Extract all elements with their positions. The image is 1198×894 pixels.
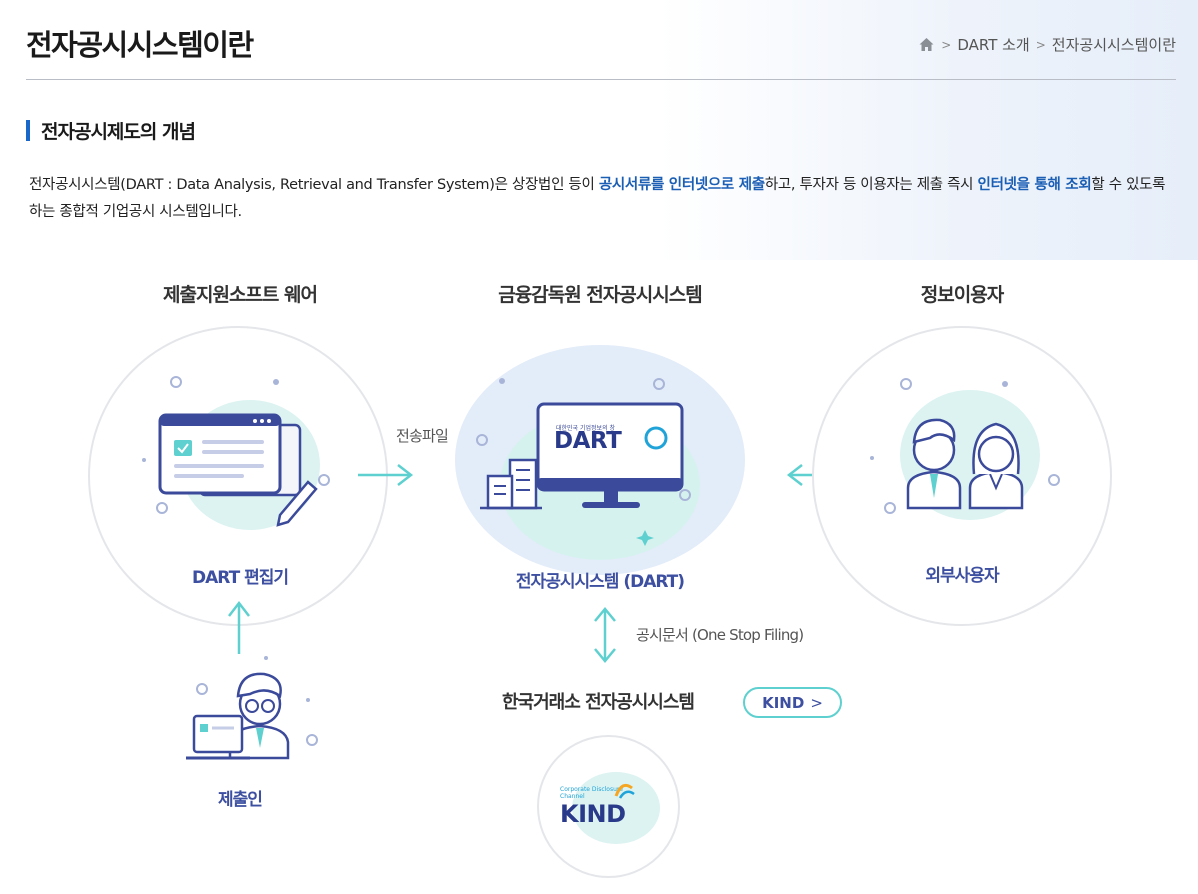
header-background (0, 0, 1198, 260)
dart-monitor-icon (476, 378, 691, 546)
section-title-text: 전자공시제도의 개념 (41, 121, 196, 143)
kind-blob (572, 772, 660, 844)
description-text: 하고, 투자자 등 이용자는 제출 즉시 (764, 177, 978, 193)
arrow-up-icon (228, 600, 250, 654)
description-text: 할 수 있도록 하는 종합적 기업공시 시스템입니다. (29, 177, 1166, 220)
arrow-updown-icon (594, 607, 616, 663)
home-icon[interactable] (918, 36, 935, 53)
submitter-icon (186, 656, 318, 760)
page-header: 전자공시시스템이란 > DART 소개 > 전자공시시스템이란 (26, 0, 1176, 80)
description-highlight: 인터넷을 통해 조회 (977, 177, 1092, 193)
chevron-right-icon: > (941, 37, 952, 52)
arrow-right-icon (358, 464, 414, 486)
kind-button-label: KIND (762, 693, 805, 712)
filing-label: 공시문서 (One Stop Filing) (636, 626, 804, 644)
breadcrumb: > DART 소개 > 전자공시시스템이란 (918, 34, 1176, 55)
column-title-fss: 금융감독원 전자공시시스템 (498, 284, 702, 306)
submitter-label: 제출인 (218, 790, 263, 810)
editor-window-icon (142, 376, 330, 527)
chevron-right-icon: > (1035, 37, 1046, 52)
breadcrumb-item-dart-intro[interactable]: DART 소개 (957, 36, 1030, 54)
kind-logo-swoosh-icon (614, 783, 635, 799)
description-paragraph: 전자공시시스템(DART : Data Analysis, Retrieval … (29, 172, 1171, 226)
kind-button[interactable]: KIND > (743, 687, 842, 718)
kind-logo: KIND (560, 800, 626, 828)
section-title-bar (26, 120, 30, 141)
breadcrumb-item-current: 전자공시시스템이란 (1051, 36, 1176, 54)
section-title: 전자공시제도의 개념 (26, 117, 196, 144)
description-text: 전자공시시스템(DART : Data Analysis, Retrieval … (29, 177, 599, 193)
users-icon (870, 378, 1060, 514)
editor-label: DART 편집기 (191, 568, 289, 588)
kind-logo-tagline: Corporate Disclosure Channel (560, 786, 623, 800)
chevron-right-icon: > (810, 693, 823, 712)
column-title-users: 정보이용자 (920, 284, 1004, 306)
dart-logo: DART (554, 428, 622, 454)
transfer-file-label: 전송파일 (396, 427, 449, 445)
column-title-software: 제출지원소프트 웨어 (163, 284, 318, 306)
dart-logo-tagline: 대한민국 기업정보의 창 (556, 425, 616, 432)
dart-system-label: 전자공시시스템 (DART) (515, 572, 685, 592)
krx-system-label: 한국거래소 전자공시시스템 (502, 692, 695, 713)
external-users-label: 외부사용자 (925, 566, 999, 586)
page-title: 전자공시시스템이란 (26, 28, 254, 62)
description-highlight: 공시서류를 인터넷으로 제출 (598, 177, 765, 193)
